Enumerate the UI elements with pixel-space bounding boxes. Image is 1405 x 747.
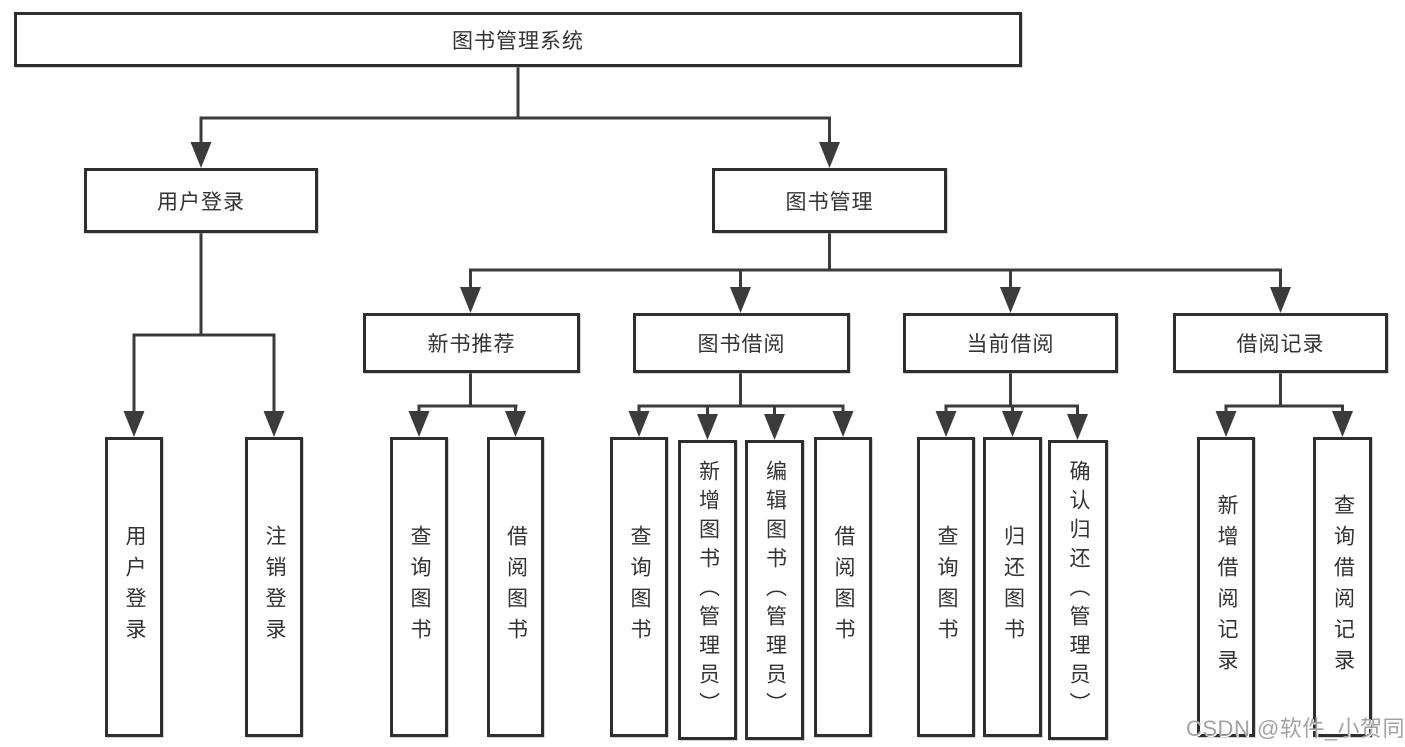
node-label: 确认归还（管理员） (1067, 459, 1090, 721)
node-cb-confirm: 确认归还（管理员） (1048, 440, 1108, 740)
node-bb-add: 新增图书（管理员） (678, 440, 737, 740)
node-cb-return: 归还图书 (983, 437, 1042, 737)
node-borrow-records: 借阅记录 (1173, 313, 1388, 373)
arrowhead-icon (190, 142, 212, 168)
node-label: 查询图书 (408, 525, 431, 649)
node-label: 新增借阅记录 (1215, 494, 1238, 680)
node-label: 用户登录 (123, 525, 146, 649)
node-label: 编辑图书（管理员） (763, 459, 787, 721)
arrowhead-icon (819, 142, 840, 168)
node-bb-edit: 编辑图书（管理员） (745, 440, 804, 740)
node-root: 图书管理系统 (14, 12, 1022, 67)
node-label: 新书推荐 (427, 333, 516, 356)
node-label: 图书管理 (785, 190, 874, 214)
node-label: 注销登录 (263, 525, 286, 649)
arrowhead-icon (505, 411, 526, 437)
arrowhead-icon (1332, 411, 1353, 437)
node-label: 借阅图书 (504, 525, 528, 649)
node-new-book-rec: 新书推荐 (363, 313, 580, 373)
node-ul-login: 用户登录 (105, 437, 163, 737)
arrowhead-icon (1000, 287, 1021, 313)
node-book-borrow: 图书借阅 (633, 313, 850, 373)
arrowhead-icon (628, 411, 650, 437)
node-cb-query: 查询图书 (917, 437, 975, 737)
node-label: 查询借阅记录 (1331, 494, 1355, 680)
arrowhead-icon (697, 414, 718, 440)
node-label: 图书借阅 (697, 333, 786, 356)
node-label: 当前借阅 (966, 333, 1055, 356)
arrowhead-icon (832, 411, 854, 437)
arrowhead-icon (1067, 414, 1088, 440)
arrowhead-icon (1270, 287, 1291, 313)
node-label: 借阅图书 (832, 525, 855, 649)
node-label: 查询图书 (628, 525, 651, 649)
node-br-add: 新增借阅记录 (1197, 437, 1255, 737)
node-nbr-query: 查询图书 (390, 437, 448, 737)
node-bb-query: 查询图书 (610, 437, 668, 737)
node-br-query: 查询借阅记录 (1313, 437, 1372, 737)
node-book-mgmt: 图书管理 (712, 168, 947, 233)
node-label: 归还图书 (1001, 525, 1025, 649)
arrowhead-icon (935, 411, 957, 437)
watermark-text: CSDN @软件_小贺同学 (1186, 716, 1405, 741)
arrowhead-icon (1215, 411, 1237, 437)
arrowhead-icon (263, 411, 285, 437)
node-label: 用户登录 (157, 190, 245, 214)
node-bb-borrow: 借阅图书 (814, 437, 872, 737)
arrowhead-icon (408, 411, 430, 437)
node-current-borrow: 当前借阅 (903, 313, 1118, 373)
arrowhead-icon (730, 287, 751, 313)
node-nbr-borrow: 借阅图书 (487, 437, 544, 737)
node-user-login: 用户登录 (84, 168, 318, 233)
node-ul-logout: 注销登录 (245, 437, 303, 737)
arrowhead-icon (460, 287, 481, 313)
arrowhead-icon (1002, 411, 1023, 437)
node-label: 借阅记录 (1236, 333, 1325, 356)
arrowhead-icon (123, 411, 145, 437)
node-label: 新增图书（管理员） (696, 459, 720, 721)
arrowhead-icon (764, 414, 785, 440)
node-label: 图书管理系统 (452, 29, 584, 53)
node-label: 查询图书 (935, 525, 958, 649)
